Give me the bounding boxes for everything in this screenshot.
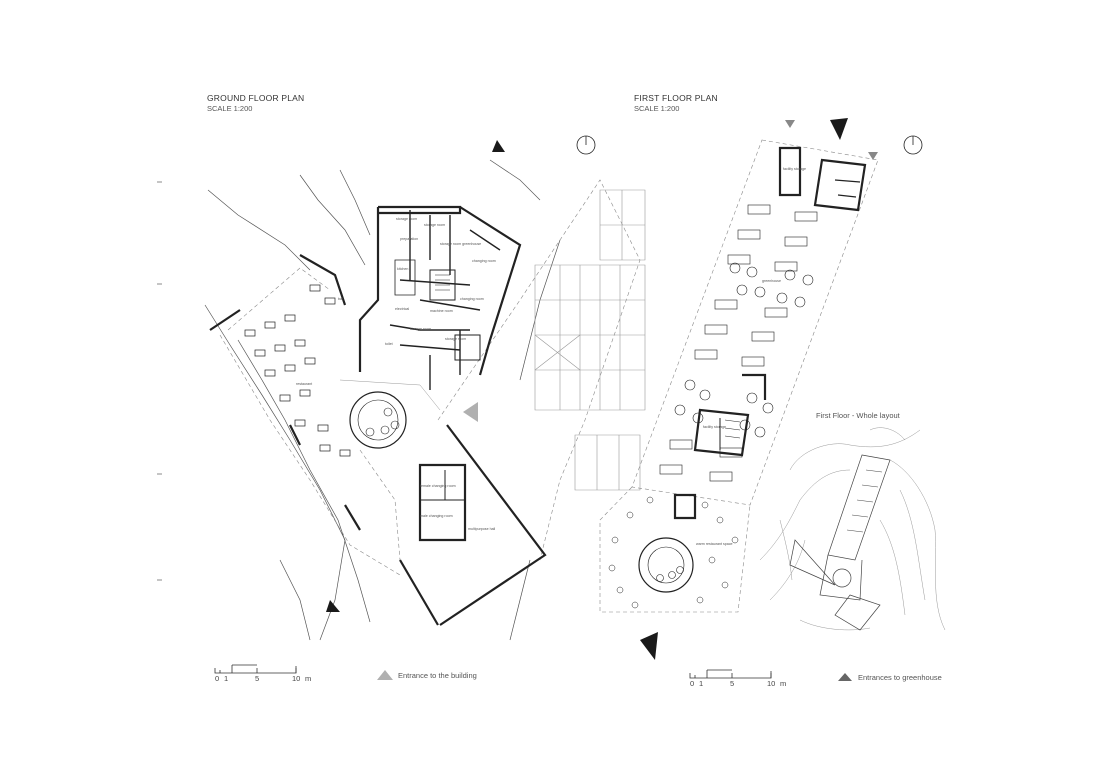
ground-parking-grid — [534, 189, 646, 491]
ground-scale-label: 0 — [215, 674, 220, 683]
first-north-arrow — [903, 135, 923, 155]
first-floor-scale: SCALE 1:200 — [634, 104, 680, 113]
room-label: changing room — [460, 297, 484, 301]
room-label: greenhouse — [762, 279, 781, 283]
ground-scale-unit: m — [305, 674, 312, 683]
margin-ticks — [157, 181, 162, 581]
greenhouse-entrance-marker — [785, 120, 795, 128]
ground-floor-scale: SCALE 1:200 — [207, 104, 253, 113]
building-entrance-marker — [830, 118, 848, 140]
room-label: kitchen — [397, 267, 408, 271]
first-scale-label: 1 — [699, 679, 704, 688]
ground-scale-label: 10 — [292, 674, 301, 683]
room-label: toilet — [385, 342, 393, 346]
room-label: bar — [338, 297, 344, 301]
ground-floor-title: GROUND FLOOR PLAN — [207, 93, 305, 103]
inset-terrain-lines — [759, 427, 946, 631]
room-label: restaurant — [296, 382, 312, 386]
ground-north-arrow — [576, 135, 596, 155]
ground-room-labels: storage room storage room preparation st… — [296, 217, 496, 531]
greenhouse-entrance-marker — [868, 152, 878, 160]
greenhouse-entrance-legend-label: Entrances to greenhouse — [858, 673, 942, 682]
first-facility-storage-mid — [693, 373, 767, 457]
ground-restaurant-tables — [244, 284, 351, 457]
room-label: facility storage — [783, 167, 806, 171]
room-label: male changing room — [420, 514, 453, 518]
room-label: storage room greenhouse — [440, 242, 481, 246]
first-restaurant-space — [608, 493, 739, 609]
first-room-labels: facility storage greenhouse facility sto… — [696, 167, 806, 546]
first-floor-title: FIRST FLOOR PLAN — [634, 93, 718, 103]
first-facility-storage-top — [778, 146, 867, 212]
ground-scale-label: 5 — [255, 674, 260, 683]
ground-scale-bar — [214, 664, 297, 674]
first-greenhouse-outline — [599, 139, 879, 613]
ground-entrance-marker — [492, 140, 505, 152]
ground-service-block — [358, 205, 522, 390]
ground-entrance-marker — [463, 402, 478, 422]
first-scale-unit: m — [780, 679, 787, 688]
first-scale-label: 10 — [767, 679, 776, 688]
room-label: electrical — [395, 307, 409, 311]
first-greenhouse-beds — [659, 204, 818, 482]
room-label: warm restaurant space — [696, 542, 733, 546]
room-label: storage room — [410, 327, 431, 331]
room-label: storage room — [445, 337, 466, 341]
building-entrance-marker — [640, 632, 658, 660]
room-label: female changing room — [420, 484, 456, 488]
ground-entrance-marker — [326, 600, 340, 612]
ground-floor-plan: storage room storage room preparation st… — [204, 135, 646, 641]
inset-title: First Floor - Whole layout — [816, 411, 901, 420]
room-label: preparation — [400, 237, 418, 241]
inset-building — [789, 454, 891, 631]
ground-multipurpose-hall — [359, 424, 547, 626]
greenhouse-entrance-legend-marker — [838, 673, 852, 681]
first-scale-bar — [689, 669, 772, 679]
ground-restaurant — [209, 254, 441, 576]
room-label: changing room — [472, 259, 496, 263]
entrance-legend-marker — [377, 670, 393, 680]
ground-scale-label: 1 — [224, 674, 229, 683]
first-scale-label: 0 — [690, 679, 695, 688]
inset-whole-layout: First Floor - Whole layout — [759, 411, 946, 631]
entrance-legend-label: Entrance to the building — [398, 671, 477, 680]
room-label: facility storage — [703, 425, 726, 429]
room-label: machine room — [430, 309, 453, 313]
ground-terrain-lines — [204, 159, 561, 641]
first-scale-label: 5 — [730, 679, 735, 688]
room-label: storage room — [396, 217, 417, 221]
room-label: multipurpose hall — [468, 527, 495, 531]
room-label: storage room — [424, 223, 445, 227]
first-floor-plan: facility storage greenhouse facility sto… — [599, 118, 923, 660]
